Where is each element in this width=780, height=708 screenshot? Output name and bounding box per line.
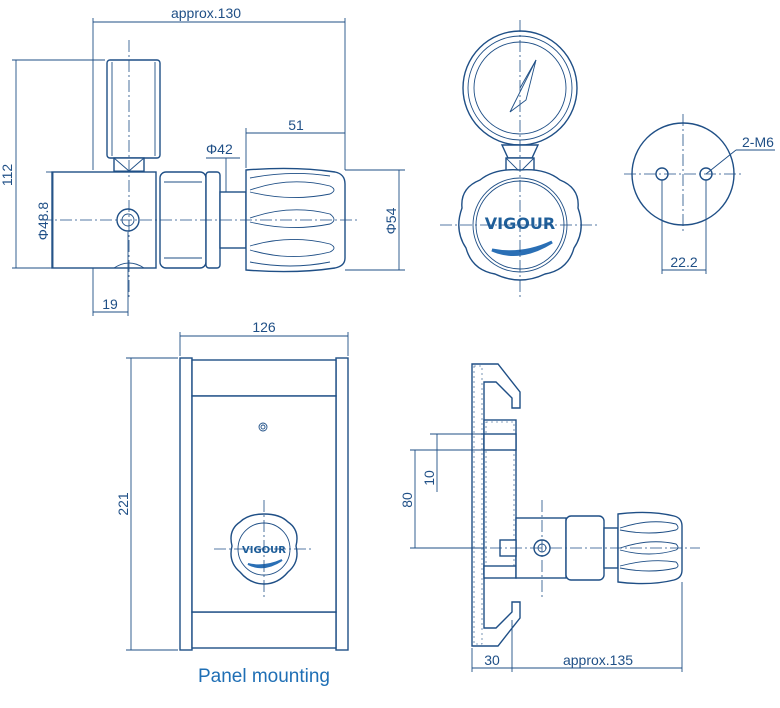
dim-126: 126 — [252, 319, 276, 335]
dim-approx-130: approx.130 — [171, 5, 241, 21]
regulator-front-view: VIGOUR — [440, 20, 600, 300]
dim-22-2: 22.2 — [670, 254, 697, 270]
panel-cutout-view: 22.2 2-M6 — [624, 114, 775, 274]
dim-10: 10 — [421, 470, 437, 486]
dim-51: 51 — [288, 117, 304, 133]
dim-19: 19 — [102, 296, 118, 312]
dim-approx-135: approx.135 — [563, 652, 633, 668]
dim-phi-54: Φ54 — [383, 207, 399, 234]
dim-phi-42: Φ42 — [206, 141, 233, 157]
side-view-dimensions: approx.130 112 51 Φ42 Φ48.8 Φ54 19 — [0, 5, 405, 316]
dim-2-m6: 2-M6 — [742, 134, 774, 150]
regulator-side-view — [40, 40, 360, 300]
dim-phi-48-8: Φ48.8 — [35, 202, 51, 241]
panel-front-dimensions: 126 221 Panel mounting — [115, 319, 349, 687]
panel-side-dimensions: 80 10 30 approx.135 — [399, 433, 683, 672]
panel-logo-swoosh — [247, 559, 283, 569]
dim-30: 30 — [484, 652, 500, 668]
dim-112: 112 — [0, 164, 15, 187]
caption-panel-mounting: Panel mounting — [198, 666, 330, 687]
panel-front-view: VIGOUR — [179, 357, 349, 651]
dim-221: 221 — [115, 492, 131, 516]
front-logo-swoosh — [491, 240, 553, 256]
panel-side-section — [470, 363, 700, 647]
dim-80: 80 — [399, 492, 415, 508]
